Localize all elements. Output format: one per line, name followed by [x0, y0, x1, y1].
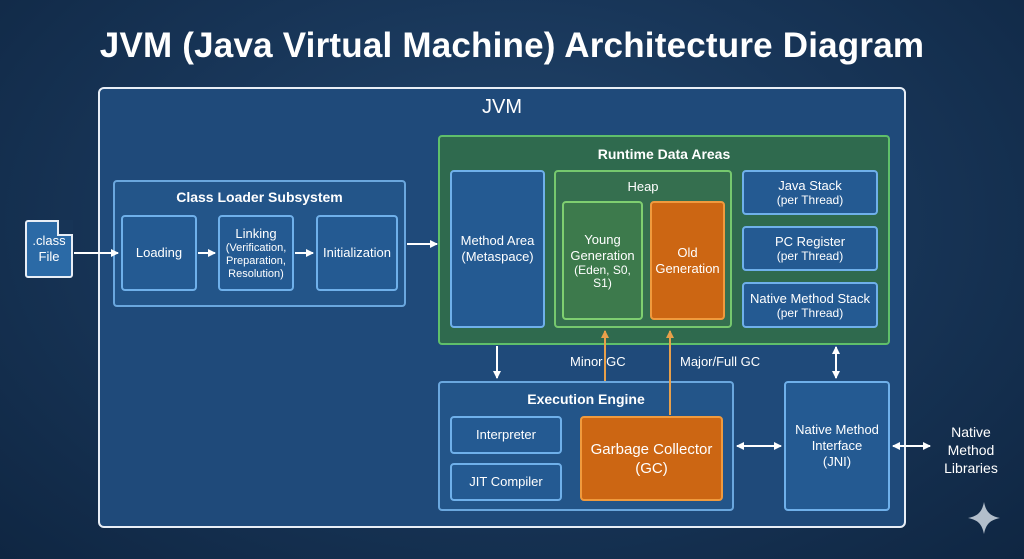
- interpreter-label: Interpreter: [476, 427, 536, 442]
- jni-line3: (JNI): [822, 454, 852, 469]
- native-libs-line3: Libraries: [944, 460, 998, 476]
- major-gc-label: Major/Full GC: [680, 354, 761, 369]
- java-stack-label: Java Stack: [778, 178, 842, 193]
- sparkle-icon: [968, 502, 1000, 534]
- loading-node: Loading: [121, 215, 197, 291]
- jni-line1: Native Method: [795, 422, 879, 437]
- method-area-node: Method Area (Metaspace): [450, 170, 545, 328]
- young-gen-line2: Generation: [570, 247, 635, 263]
- class-file-line1: .class: [32, 233, 66, 248]
- class-file-node: .class File: [25, 220, 73, 278]
- pc-register-label: PC Register: [774, 234, 846, 249]
- jni-node: Native Method Interface (JNI): [784, 381, 890, 511]
- young-gen-line3: (Eden, S0, S1): [574, 262, 631, 290]
- initialization-node: Initialization: [316, 215, 398, 291]
- runtime-data-areas-title: Runtime Data Areas: [597, 146, 731, 162]
- gc-label: Garbage Collector: [590, 440, 713, 458]
- gc-sub: (GC): [635, 459, 668, 477]
- interpreter-node: Interpreter: [450, 416, 562, 454]
- native-libs-line1: Native: [951, 424, 991, 440]
- jit-compiler-node: JIT Compiler: [450, 463, 562, 501]
- initialization-label: Initialization: [323, 245, 391, 260]
- native-method-libraries-node: Native Method Libraries: [933, 423, 1009, 477]
- file-fold-icon: [57, 220, 73, 236]
- java-stack-sub: (per Thread): [776, 193, 844, 207]
- native-stack-sub: (per Thread): [776, 305, 844, 320]
- young-gen-line1: Young: [584, 231, 621, 247]
- page-title: JVM (Java Virtual Machine) Architecture …: [99, 26, 925, 65]
- old-generation-node: Old Generation: [650, 201, 725, 320]
- class-loader-title: Class Loader Subsystem: [176, 189, 343, 205]
- method-area-sub: (Metaspace): [461, 249, 534, 264]
- young-generation-node: Young Generation (Eden, S0, S1): [562, 201, 643, 320]
- old-gen-line2: Generation: [655, 260, 720, 276]
- pc-register-sub: (per Thread): [776, 249, 844, 263]
- native-method-stack-node: Native Method Stack (per Thread): [742, 282, 878, 328]
- native-libs-line2: Method: [947, 442, 995, 458]
- java-stack-node: Java Stack (per Thread): [742, 170, 878, 215]
- linking-detail-3: Resolution): [228, 267, 284, 280]
- loading-label: Loading: [135, 245, 183, 260]
- pc-register-node: PC Register (per Thread): [742, 226, 878, 271]
- linking-detail-1: (Verification,: [225, 241, 287, 254]
- jni-line2: Interface: [811, 438, 863, 453]
- native-stack-label: Native Method Stack: [750, 290, 870, 306]
- linking-detail-2: Preparation,: [226, 254, 286, 267]
- class-file-line2: File: [38, 249, 60, 264]
- execution-engine-title: Execution Engine: [527, 391, 645, 407]
- linking-title: Linking: [235, 225, 277, 241]
- minor-gc-label: Minor GC: [570, 354, 626, 369]
- linking-node: Linking (Verification, Preparation, Reso…: [218, 215, 294, 291]
- jit-compiler-label: JIT Compiler: [469, 474, 543, 489]
- jvm-label: JVM: [482, 96, 522, 118]
- method-area-label: Method Area: [460, 233, 535, 248]
- garbage-collector-node: Garbage Collector (GC): [580, 416, 723, 501]
- old-gen-line1: Old: [677, 244, 698, 260]
- heap-title: Heap: [627, 179, 659, 194]
